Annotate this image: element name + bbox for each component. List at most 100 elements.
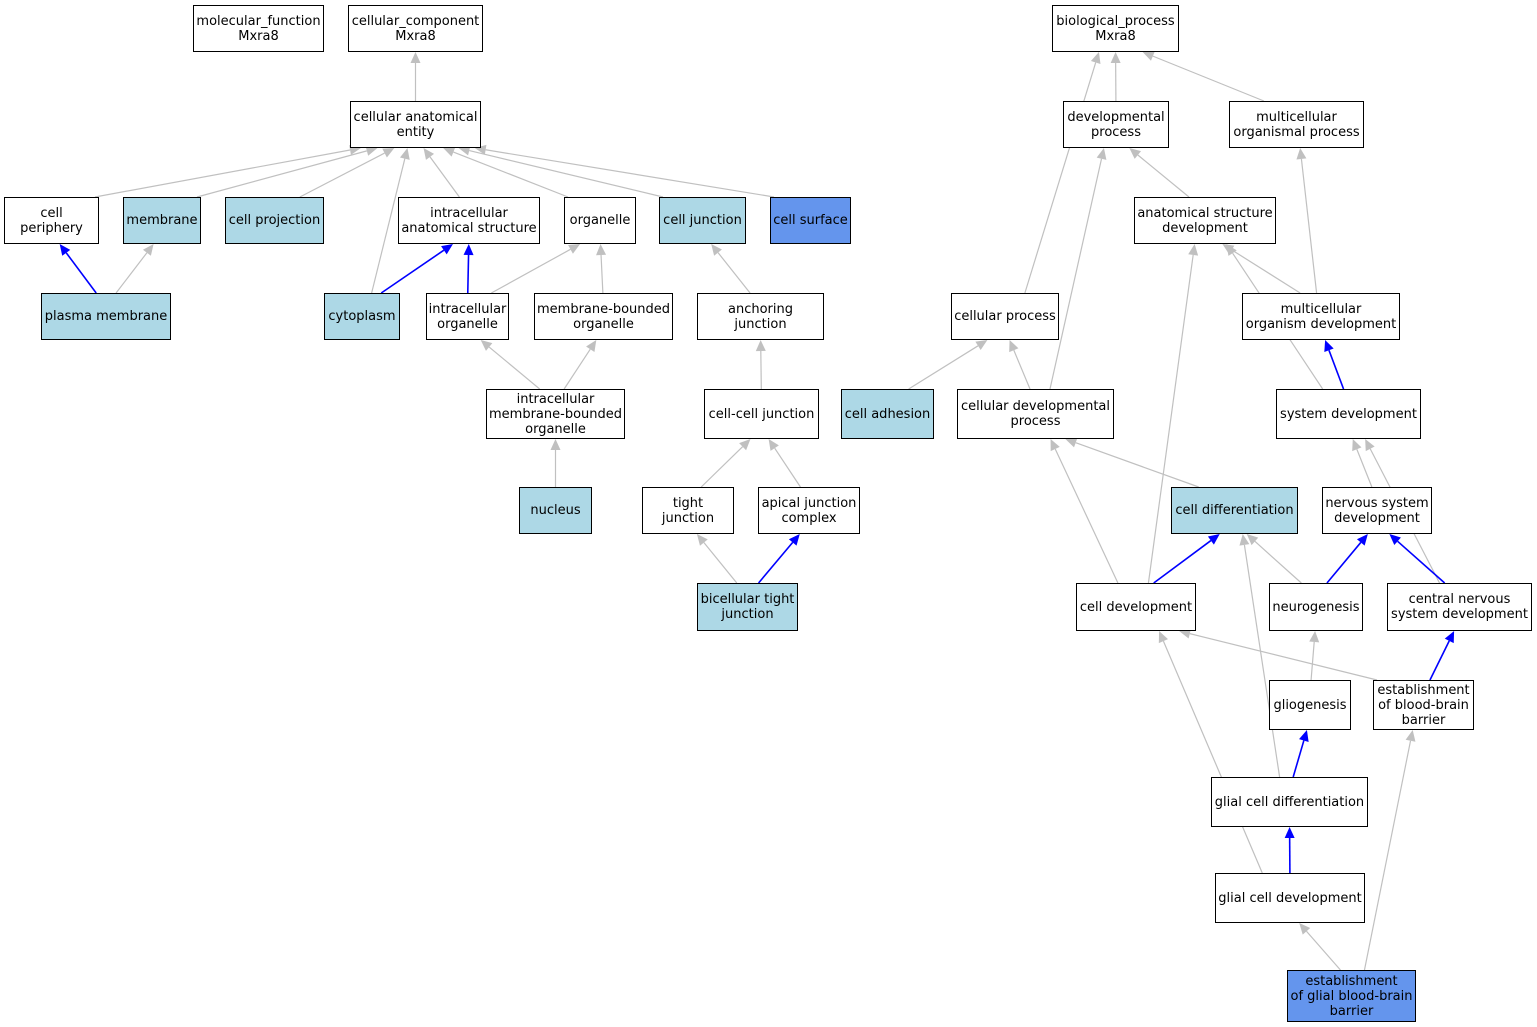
edge-csurf-to-cae [485,149,775,198]
node-establishment-of-blood-brain-barrier[interactable]: establishment of blood-brain barrier [1373,680,1474,730]
edge-org-to-cae [453,151,569,198]
arrowhead-cdiff-to-cdp [1065,438,1078,448]
edge-aj-to-cj [717,252,751,294]
node-intracellular-organelle[interactable]: intracellular organelle [426,293,509,340]
node-multicellular-organism-development[interactable]: multicellular organism development [1242,293,1400,340]
arrowhead-ajc-to-ccj [768,439,779,451]
node-cell-development[interactable]: cell development [1076,583,1196,631]
node-apical-junction-complex[interactable]: apical junction complex [758,487,860,534]
node-cytoplasm[interactable]: cytoplasm [324,293,400,340]
arrowhead-devp-to-bp [1110,52,1121,64]
arrowhead-btj-to-ajc [788,534,800,546]
edge-cj-to-cae [469,149,664,198]
arrowhead-cj-to-cae [458,145,471,156]
arrowhead-io-to-org [568,244,581,254]
arrowhead-neuro-to-nsd [1356,534,1368,546]
edge-mbo-to-org [600,254,604,294]
edge-cdev-to-cdp [1054,448,1119,584]
edge-cyto-to-ias [380,249,445,294]
arrowhead-nsd-to-sd [1352,439,1362,452]
arrowhead-ebbb-to-cnsd [1444,631,1455,644]
edge-cyto-to-cae [371,158,406,294]
edge-sd-to-mod [1328,350,1345,390]
node-glial-cell-development[interactable]: glial cell development [1215,873,1365,923]
node-gliogenesis[interactable]: gliogenesis [1269,680,1351,730]
edge-pm-to-memb [115,252,148,294]
node-organelle[interactable]: organelle [564,197,636,244]
node-central-nervous-system-development[interactable]: central nervous system development [1387,583,1532,631]
edge-cper-to-cae [94,149,351,198]
edge-gcdiff-to-glio [1292,740,1305,778]
arrowhead-pm-to-cper [59,244,71,256]
edge-neuro-to-cdiff [1254,540,1302,584]
node-multicellular-organismal-process[interactable]: multicellular organismal process [1229,101,1364,148]
node-cell-surface[interactable]: cell surface [770,197,851,244]
node-cell-cell-junction[interactable]: cell-cell junction [704,389,819,439]
node-cellular-component-mxra8[interactable]: cellular_component Mxra8 [348,5,483,52]
arrowhead-glio-to-neuro [1309,631,1320,643]
node-neurogenesis[interactable]: neurogenesis [1269,583,1363,631]
node-cell-junction[interactable]: cell junction [659,197,746,244]
arrowhead-ias-to-cae [423,148,435,160]
node-glial-cell-differentiation[interactable]: glial cell differentiation [1211,777,1368,827]
edge-ccj-to-aj [760,350,762,390]
edge-btj-to-tj [703,542,738,584]
node-cellular-anatomical-entity[interactable]: cellular anatomical entity [350,101,481,148]
arrowhead-aj-to-cj [711,244,722,256]
arrowhead-cdp-to-cp [1009,340,1019,353]
edge-imbo-to-mbo [563,348,591,390]
edge-ebbb-to-cnsd [1429,640,1450,681]
node-establishment-of-glial-blood-brain-barrier[interactable]: establishment of glial blood-brain barri… [1287,970,1416,1022]
arrowhead-cadh-to-cp [975,340,988,351]
node-developmental-process[interactable]: developmental process [1063,101,1169,148]
node-tight-junction[interactable]: tight junction [642,487,734,534]
edge-ias-to-cae [429,156,460,198]
edge-cdev-to-cdiff [1153,539,1212,584]
edge-cdp-to-devp [1049,158,1103,390]
edge-egbbb-to-gcdev [1306,930,1341,971]
arrowhead-neuro-to-cdiff [1246,534,1259,546]
edge-nsd-to-sd [1356,448,1373,488]
node-nucleus[interactable]: nucleus [519,487,592,534]
arrowhead-egbbb-to-ebbb [1405,730,1416,742]
node-cellular-developmental-process[interactable]: cellular developmental process [957,389,1114,439]
edge-io-to-org [491,248,571,294]
arrowhead-cdp-to-devp [1096,148,1107,160]
node-biological-process-mxra8[interactable]: biological_process Mxra8 [1052,5,1179,52]
edge-cnsd-to-nsd [1397,540,1446,584]
node-membrane[interactable]: membrane [123,197,201,244]
edge-btj-to-ajc [757,541,794,584]
arrowhead-cdev-to-cdp [1050,439,1060,452]
arrowhead-sd-to-asd [1226,244,1237,256]
node-cell-periphery[interactable]: cell periphery [4,197,99,244]
arrowhead-mop-to-bp [1142,51,1155,61]
edge-neuro-to-nsd [1326,541,1362,584]
node-bicellular-tight-junction[interactable]: bicellular tight junction [697,583,798,631]
arrowhead-cdev-to-cdiff [1207,534,1220,545]
node-membrane-bounded-organelle[interactable]: membrane-bounded organelle [534,293,673,340]
edge-mod-to-asd [1231,249,1301,294]
node-cellular-process[interactable]: cellular process [951,293,1059,340]
arrowhead-cnsd-to-sd [1365,439,1375,452]
node-intracellular-membrane-bounded-organelle[interactable]: intracellular membrane-bounded organelle [486,389,625,439]
node-anatomical-structure-development[interactable]: anatomical structure development [1134,197,1276,244]
arrowhead-asd-to-devp [1129,148,1142,159]
node-nervous-system-development[interactable]: nervous system development [1322,487,1432,534]
node-cell-projection[interactable]: cell projection [225,197,324,244]
edge-tj-to-ccj [700,446,744,488]
node-cell-differentiation[interactable]: cell differentiation [1171,487,1298,534]
node-cell-adhesion[interactable]: cell adhesion [841,389,934,439]
node-plasma-membrane[interactable]: plasma membrane [41,293,171,340]
node-anchoring-junction[interactable]: anchoring junction [697,293,824,340]
arrowhead-nuc-to-imbo [550,439,561,450]
node-system-development[interactable]: system development [1276,389,1421,439]
edge-egbbb-to-ebbb [1363,740,1412,971]
edge-cproj-to-cae [299,152,385,198]
arrowhead-cyto-to-ias [441,244,453,255]
arrowhead-mbo-to-org [596,244,607,256]
node-molecular-function-mxra8[interactable]: molecular_function Mxra8 [193,5,324,52]
node-intracellular-anatomical-structure[interactable]: intracellular anatomical structure [398,197,540,244]
arrowhead-gcdev-to-gcdiff [1284,827,1295,839]
arrowhead-btj-to-tj [696,534,708,546]
